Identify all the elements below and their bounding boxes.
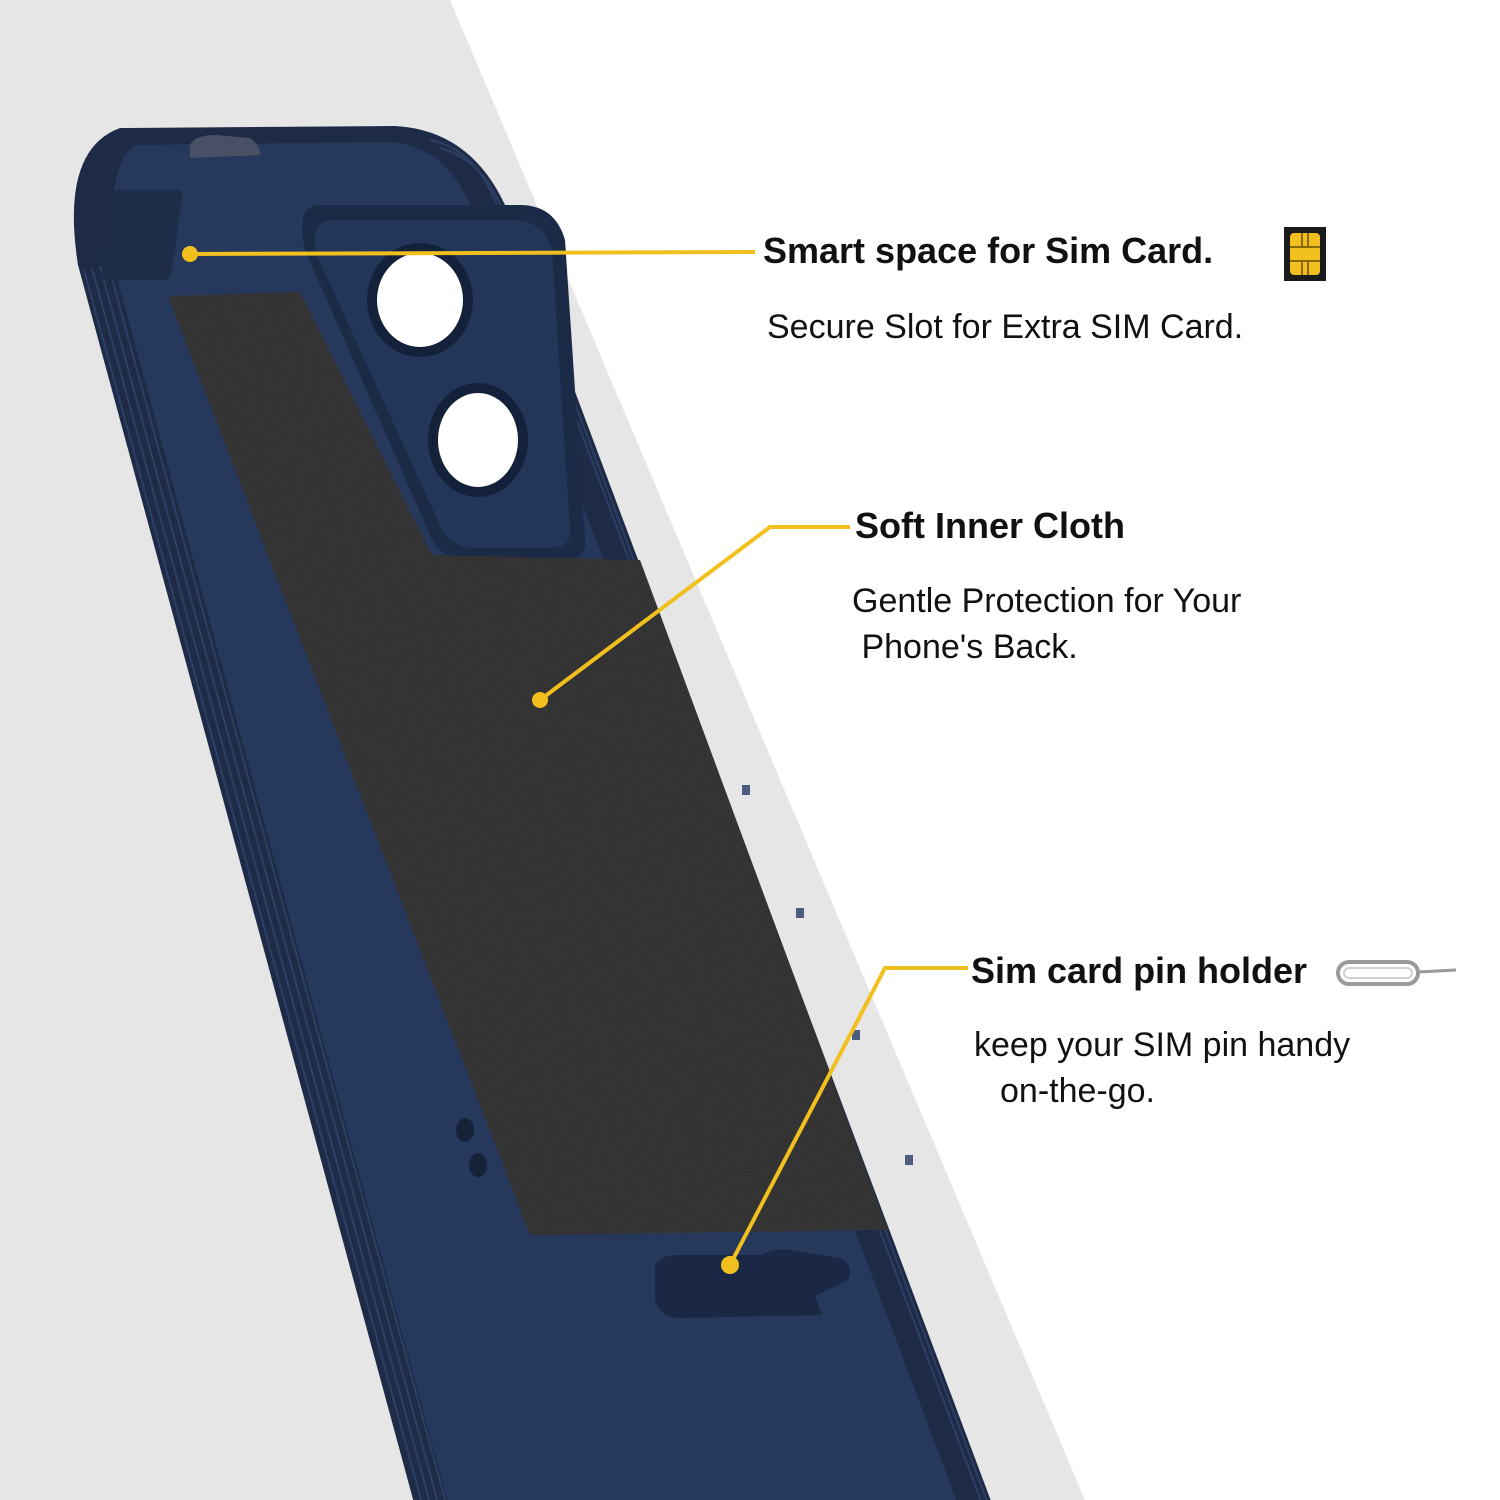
callout-title-inner-cloth: Soft Inner Cloth [855,505,1125,546]
callout-desc-sim-space: Secure Slot for Extra SIM Card. [767,308,1244,346]
callout-desc-inner-cloth-line1: Gentle Protection for Your [852,582,1242,620]
callout-title-pin-holder: Sim card pin holder [971,950,1308,991]
sim-eject-pin-icon [1336,958,1458,993]
callout-desc-pin-holder-line2: on-the-go. [1000,1072,1155,1110]
callout-desc-inner-cloth-line2: Phone's Back. [852,628,1078,666]
callout-desc-pin-holder-line1: keep your SIM pin handy [974,1026,1351,1064]
sim-card-icon [1280,225,1330,288]
callout-title-sim-space: Smart space for Sim Card. [763,230,1214,271]
